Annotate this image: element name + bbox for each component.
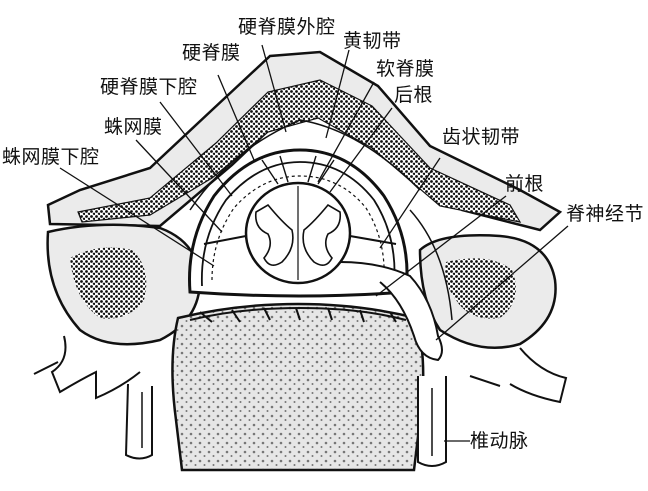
right-transverse-process (418, 234, 568, 404)
leader-subarachnoid-space (59, 167, 215, 267)
leader-dura-mater (217, 74, 255, 161)
label-posterior-root: 后根 (394, 84, 434, 106)
vertebral-body (171, 302, 425, 472)
leader-subdural-space (159, 101, 233, 197)
leader-arachnoid (135, 139, 223, 233)
leader-epidural-space (261, 44, 287, 133)
label-anterior-root: 前根 (505, 173, 545, 195)
label-subarachnoid-space: 蛛网膜下腔 (2, 146, 100, 168)
leader-anterior-root (375, 195, 507, 297)
leader-spinal-ganglion (435, 225, 569, 341)
label-subdural-space: 硬脊膜下腔 (100, 76, 198, 98)
label-epidural-space: 硬脊膜外腔 (238, 16, 336, 38)
label-dura-mater: 硬脊膜 (182, 42, 241, 64)
vertebral-arch (46, 50, 563, 232)
label-vertebral-artery: 椎动脉 (470, 430, 529, 452)
leader-posterior-root (329, 107, 393, 193)
vertebral-artery-vessels (33, 361, 501, 467)
label-pia-mater: 软脊膜 (376, 58, 435, 80)
leader-pia-mater (317, 81, 375, 183)
leader-denticulate-ligament (379, 157, 441, 249)
leader-ligamentum-flavum (325, 49, 350, 139)
leader-lines (59, 44, 569, 442)
label-ligamentum-flavum: 黄韧带 (343, 30, 402, 52)
label-arachnoid: 蛛网膜 (104, 116, 163, 138)
label-denticulate-ligament: 齿状韧带 (442, 126, 521, 148)
nerve-roots (203, 209, 453, 362)
label-spinal-ganglion: 脊神经节 (566, 203, 645, 225)
spinal-cord (244, 155, 352, 285)
